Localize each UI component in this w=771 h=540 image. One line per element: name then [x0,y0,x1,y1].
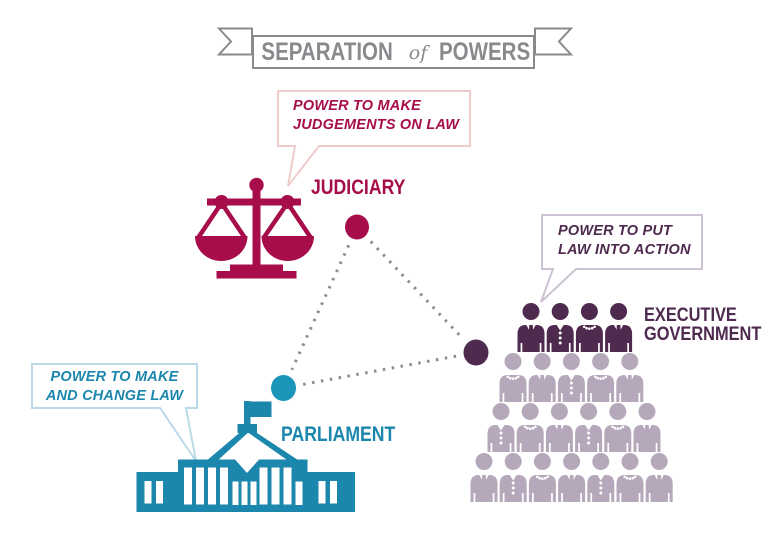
executive-label-line1: EXECUTIVE [644,304,737,326]
ribbon-right-icon [534,27,574,56]
person-icon [470,453,498,502]
parliament-node-dot [271,375,296,401]
title-word-powers: POWERS [439,37,531,66]
person-icon [575,303,603,352]
executive-government-label: EXECUTIVE GOVERNMENT [644,306,761,343]
person-icon [546,303,574,352]
person-icon [499,353,527,402]
person-icon [616,453,644,502]
title-box: SEPARATION of POWERS [252,35,535,69]
title-word-of: of [408,42,428,64]
dotted-connector-judiciary-executive [369,240,464,340]
person-icon [645,453,673,502]
person-icon [528,353,556,402]
ribbon-ends-icon [216,27,574,56]
title-word-separation: SEPARATION [261,37,393,66]
person-icon [557,353,585,402]
judiciary-node-dot [345,214,369,240]
person-icon [528,453,556,502]
executive-node-dot [463,339,489,366]
person-icon [517,303,545,352]
person-icon [587,353,615,402]
person-icon [545,403,573,452]
person-icon [516,403,544,452]
person-icon [575,403,603,452]
parliament-building-icon [136,401,355,512]
person-icon [558,453,586,502]
person-icon [633,403,661,452]
title-banner: SEPARATION of POWERS [214,26,574,74]
person-icon [605,303,633,352]
executive-label-line2: GOVERNMENT [644,322,762,345]
person-icon [616,353,644,402]
dotted-connector-parliament-executive [302,354,457,386]
scales-of-justice-icon [195,177,314,279]
person-icon [499,453,527,502]
judiciary-label: JUDICIARY [311,176,406,199]
person-icon [487,403,515,452]
person-icon [587,453,615,502]
person-icon [604,403,632,452]
parliament-label: PARLIAMENT [281,423,396,446]
